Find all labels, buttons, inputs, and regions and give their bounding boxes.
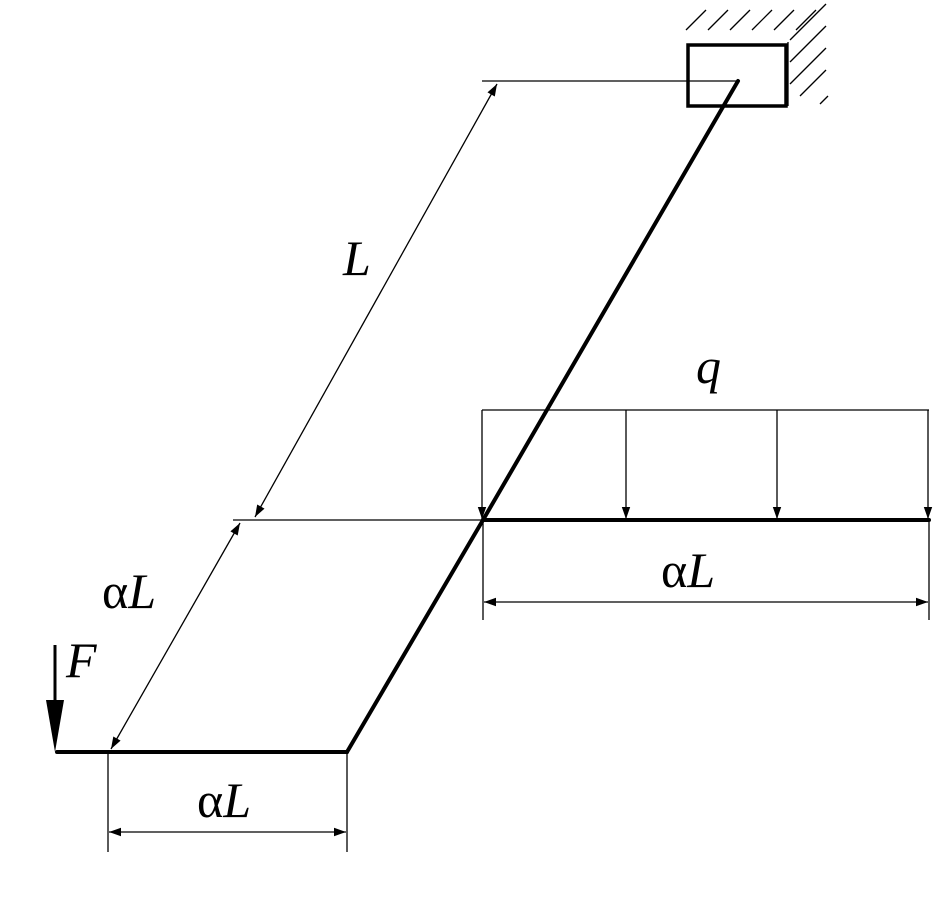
label-alpha-L-right: αL [661,542,715,598]
point-force [46,645,64,752]
label-alpha-L-inclined: αL [102,563,156,619]
label-q: q [696,338,721,394]
beam-short-inclined-segment [345,518,485,754]
dimension-line-L [254,83,498,518]
force-arrow-head [46,700,64,752]
beam-members [55,79,931,754]
length-symbol: L [222,772,251,828]
alpha-symbol: α [102,563,128,619]
label-L: L [342,230,371,286]
length-symbol: L [686,542,715,598]
label-F: F [65,632,97,688]
length-symbol: L [127,563,156,619]
alpha-symbol: α [197,772,223,828]
dimension-line-alpha-L-inclined [110,522,241,750]
beam-long-inclined-segment [481,79,740,522]
support-hatching [685,3,829,105]
label-alpha-L-bottom: αL [197,772,251,828]
fixed-support [685,3,829,108]
support-clamp-block [686,43,788,108]
alpha-symbol: α [661,542,687,598]
distributed-load [477,409,933,519]
